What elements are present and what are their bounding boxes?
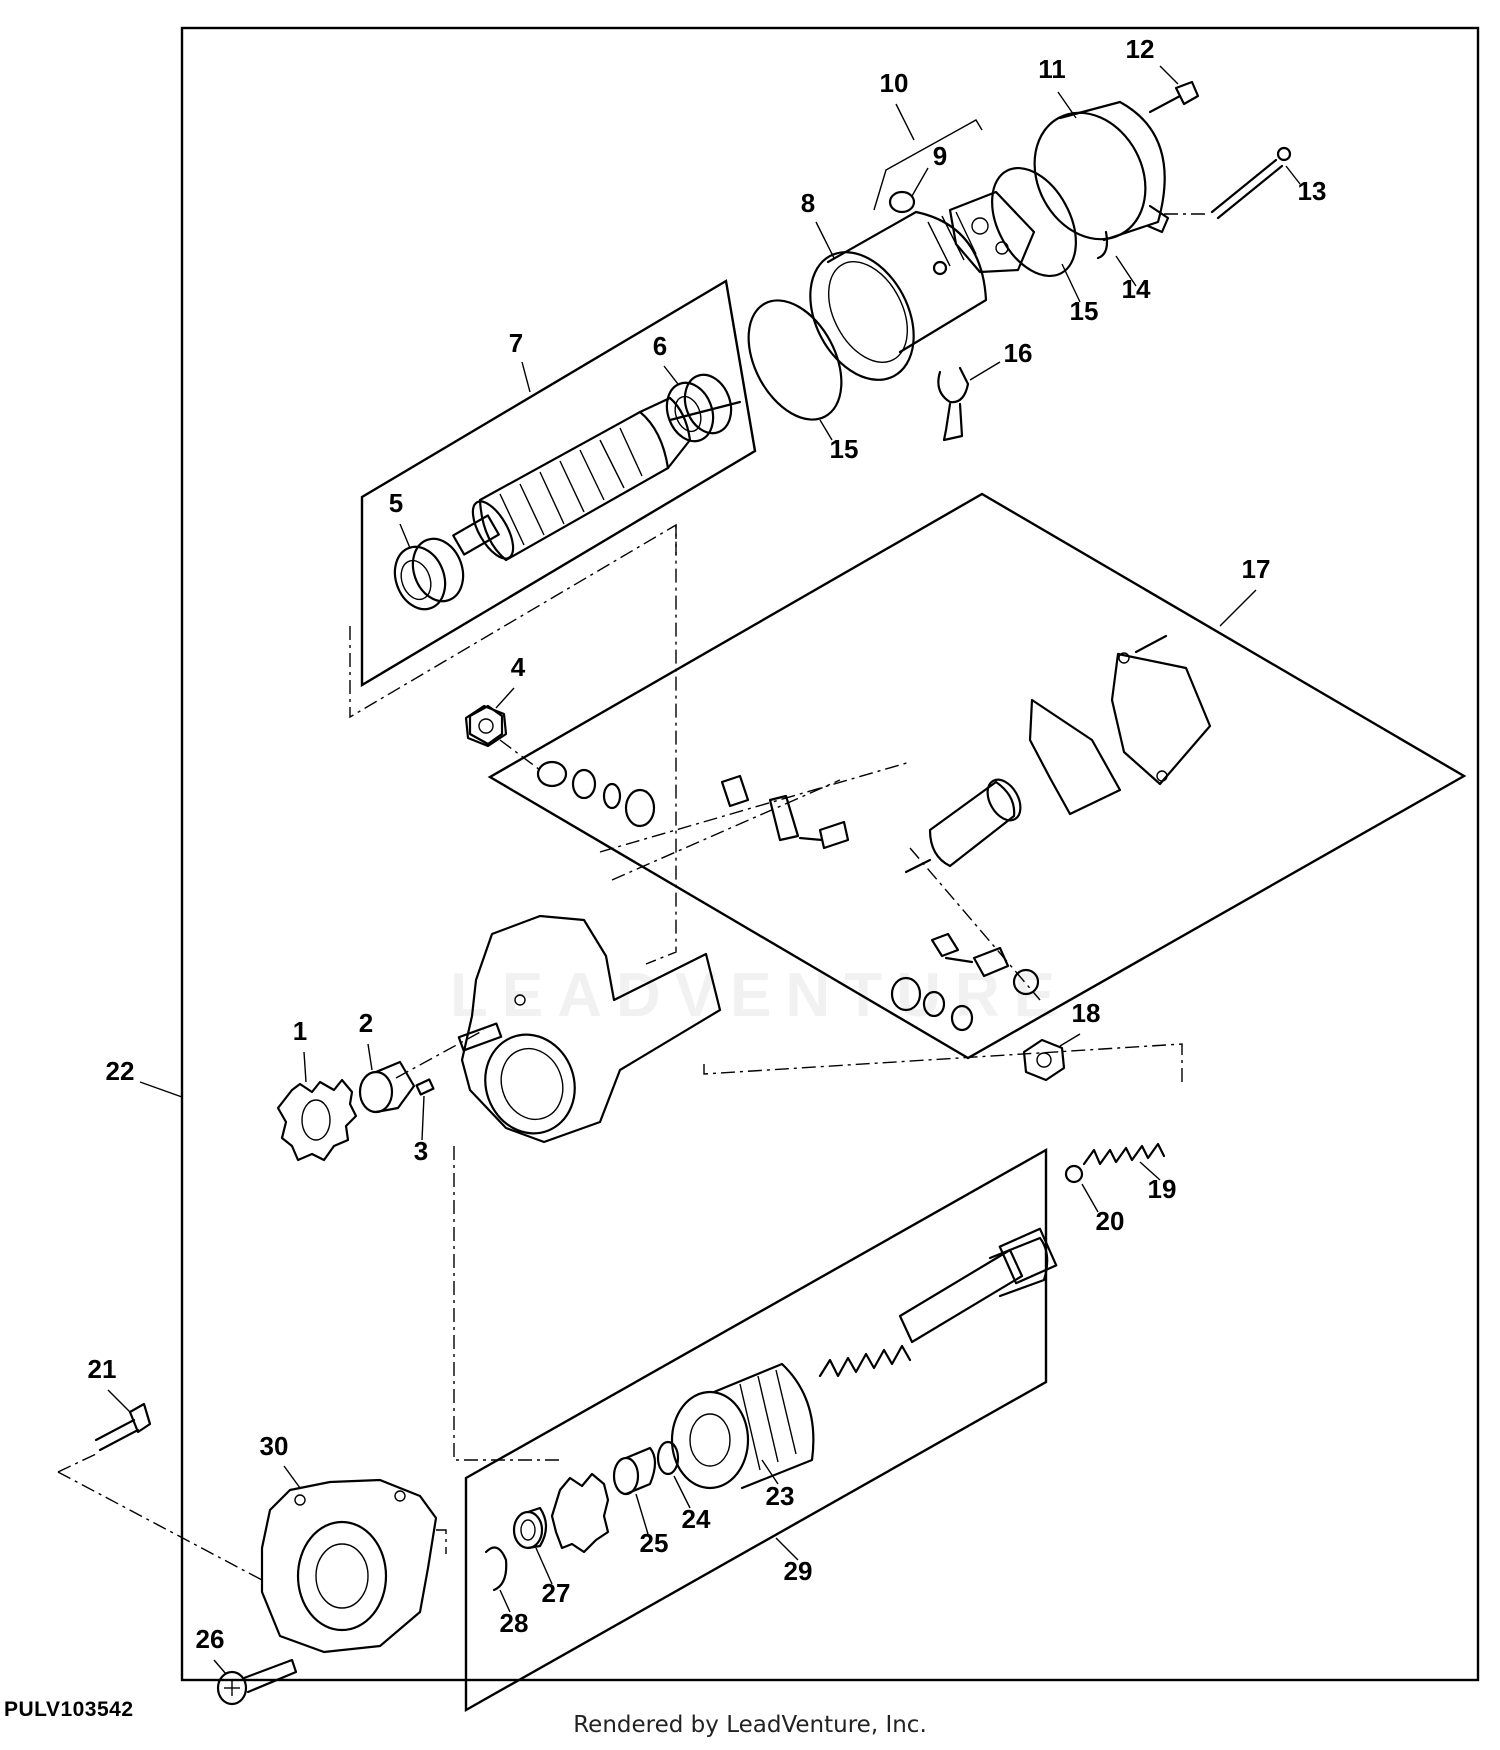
callout: 19 xyxy=(1148,1174,1177,1204)
callout: 2 xyxy=(359,1008,373,1038)
callout: 5 xyxy=(389,488,403,518)
bearing-6 xyxy=(665,373,733,443)
pin-3 xyxy=(415,1078,435,1096)
pinion-gear-drive xyxy=(550,1472,610,1554)
footer-credit: Rendered by LeadVenture, Inc. xyxy=(573,1712,927,1738)
callout: 7 xyxy=(509,328,523,358)
o-ring-15-a xyxy=(747,299,843,421)
callout: 26 xyxy=(196,1624,225,1654)
collar-24 xyxy=(656,1440,680,1476)
callout: 15 xyxy=(1070,296,1099,326)
pinion-gear-1 xyxy=(276,1078,358,1162)
solenoid-kit-box xyxy=(487,492,1467,1060)
callout: 24 xyxy=(682,1504,711,1534)
terminal-16 xyxy=(937,366,970,442)
bearing-5 xyxy=(393,537,465,611)
clip-9 xyxy=(888,190,916,214)
watermark-logo: LEADVENTURE xyxy=(450,961,1070,1030)
clutch-23 xyxy=(670,1362,815,1490)
ball-20 xyxy=(1064,1164,1084,1184)
armature-group-box xyxy=(360,279,757,688)
callout-labels: 1 2 3 4 5 6 7 8 9 10 11 12 13 14 15 15 1… xyxy=(88,34,1327,1654)
field-frame xyxy=(809,210,988,381)
bolt-21 xyxy=(94,1402,152,1452)
drive-spring xyxy=(818,1344,912,1378)
callout: 27 xyxy=(542,1578,571,1608)
callout: 15 xyxy=(830,434,859,464)
callout: 11 xyxy=(1038,54,1066,84)
callout: 4 xyxy=(511,652,526,682)
spring-19 xyxy=(1082,1142,1166,1166)
callout: 16 xyxy=(1004,338,1033,368)
callout: 21 xyxy=(88,1354,117,1384)
through-bolt-13 xyxy=(1210,146,1292,220)
drive-group-box xyxy=(464,1147,1048,1713)
snap-ring-28 xyxy=(484,1546,508,1592)
figure-id: PULV103542 xyxy=(4,1698,134,1721)
nut-18 xyxy=(1022,1038,1066,1082)
end-cover xyxy=(1033,100,1170,260)
callout: 29 xyxy=(784,1556,813,1586)
brush-holder xyxy=(948,190,1036,274)
callout: 23 xyxy=(766,1481,795,1511)
solenoid-kit-hardware xyxy=(468,634,1212,1032)
callout: 18 xyxy=(1072,998,1101,1028)
end-housing-30 xyxy=(260,1478,438,1654)
drive-shaft xyxy=(898,1227,1058,1344)
screw-26 xyxy=(216,1658,298,1706)
callout: 17 xyxy=(1242,554,1271,584)
callout: 1 xyxy=(293,1016,307,1046)
callout: 30 xyxy=(260,1431,289,1461)
nut-4 xyxy=(464,704,508,748)
callout: 9 xyxy=(933,141,947,171)
o-ring-15-b xyxy=(991,166,1077,278)
callout: 25 xyxy=(640,1528,669,1558)
collar-2 xyxy=(358,1060,416,1114)
sleeve-25 xyxy=(612,1446,657,1496)
drive-housing xyxy=(457,914,722,1144)
callout: 28 xyxy=(500,1608,529,1638)
callout: 20 xyxy=(1096,1206,1125,1236)
callout: 10 xyxy=(880,68,909,98)
callout: 14 xyxy=(1122,274,1151,304)
callout: 3 xyxy=(414,1136,428,1166)
callout: 6 xyxy=(653,331,667,361)
callout: 8 xyxy=(801,188,815,218)
armature xyxy=(452,396,742,562)
bearing-27 xyxy=(512,1506,548,1550)
assembly-frame xyxy=(180,26,1480,1682)
callout: 12 xyxy=(1126,34,1155,64)
screw-12 xyxy=(1148,80,1200,114)
callout: 13 xyxy=(1298,176,1327,206)
callout: 22 xyxy=(106,1056,135,1086)
